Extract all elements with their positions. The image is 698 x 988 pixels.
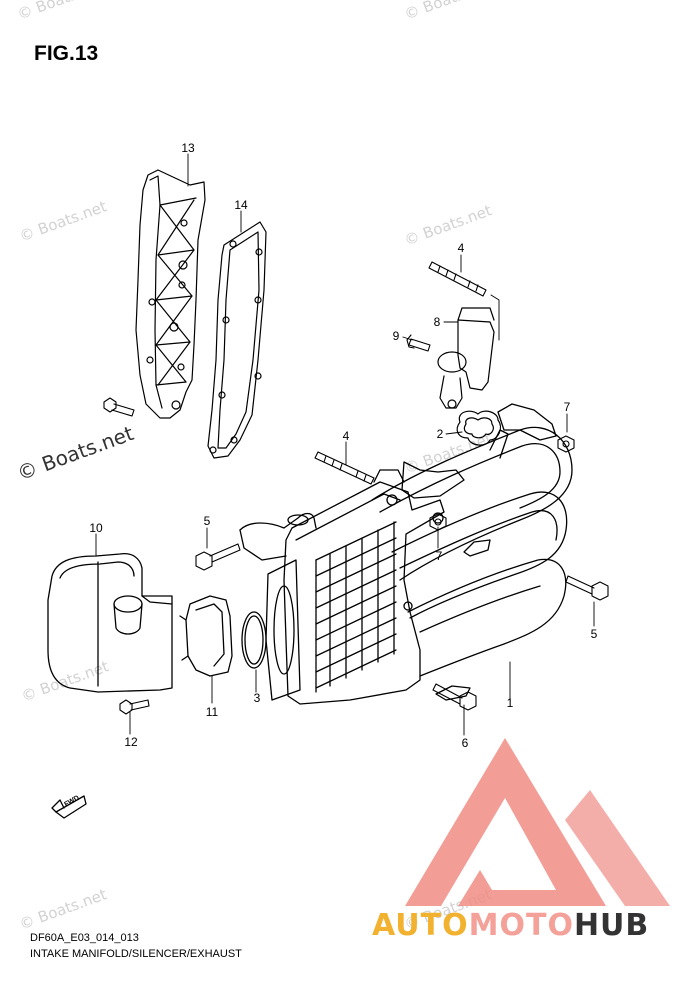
- callout-3: 3: [253, 691, 261, 705]
- fwd-arrow-icon: [51, 795, 87, 819]
- stud-bolt-top: [428, 261, 487, 297]
- figure-title: FIG.13: [34, 42, 99, 65]
- callout-9: 9: [392, 329, 400, 343]
- bolt-left: [195, 543, 241, 571]
- stud-bolt-mid: [314, 451, 375, 485]
- callout-7: 7: [563, 400, 571, 414]
- oring-throttle-part: [241, 611, 267, 669]
- leader-lines: [95, 153, 595, 736]
- callout-8: 8: [433, 315, 441, 329]
- callout-5: 5: [203, 514, 211, 528]
- callout-14: 14: [234, 198, 248, 212]
- bolt-right: [565, 575, 609, 601]
- silencer-case-part: [47, 552, 173, 693]
- iac-valve-part: [437, 307, 495, 409]
- valve-screw: [406, 334, 431, 352]
- callout-10: 10: [89, 521, 103, 535]
- bolt-bottom: [432, 683, 477, 711]
- brand-part-auto: AUTO: [372, 908, 469, 943]
- callout-6: 6: [461, 736, 469, 750]
- seal-part: [179, 595, 233, 677]
- brand-wordmark: AUTOMOTOHUB: [372, 908, 649, 943]
- figure-caption: INTAKE MANIFOLD/SILENCER/EXHAUST: [30, 948, 242, 960]
- callout-4: 4: [457, 241, 465, 255]
- figure-code: DF60A_E03_014_013: [30, 932, 139, 944]
- intake-manifold-part: [239, 403, 573, 705]
- brand-part-moto: MOTO: [468, 908, 574, 943]
- callout-4: 4: [342, 429, 350, 443]
- brand-logo-icon: [405, 738, 670, 906]
- callout-5: 5: [590, 627, 598, 641]
- cover-bolt: [103, 397, 135, 417]
- nut-mid: [429, 513, 447, 531]
- callout-2: 2: [436, 427, 444, 441]
- callout-11: 11: [205, 705, 219, 719]
- callout-13: 13: [181, 141, 195, 155]
- exhaust-cover-part: [135, 169, 206, 419]
- brand-part-hub: HUB: [573, 908, 650, 943]
- oring-part: [456, 410, 502, 446]
- case-screw: [119, 699, 150, 715]
- gasket-part: [207, 221, 267, 459]
- callout-12: 12: [124, 735, 138, 749]
- callout-7: 7: [435, 549, 443, 563]
- callout-1: 1: [506, 696, 514, 710]
